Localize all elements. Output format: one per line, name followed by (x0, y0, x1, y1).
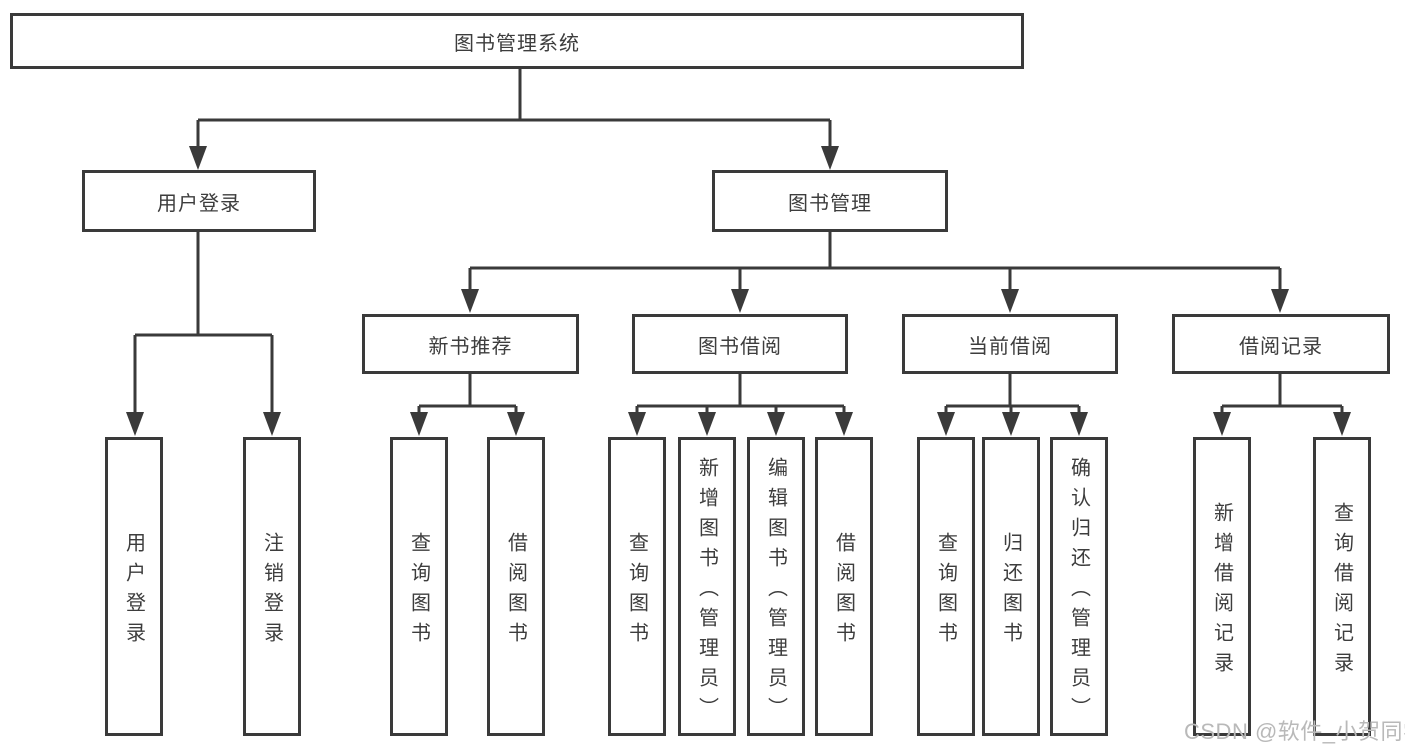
arrowhead (1333, 412, 1351, 436)
node-current-borrowing: 当前借阅 (902, 314, 1118, 374)
leaf-add-borrow-record: 新增借阅记录 (1193, 437, 1251, 736)
leaf-edit-book-admin: 编辑图书（管理员） (747, 437, 805, 736)
arrowhead (507, 412, 525, 436)
node-book-management: 图书管理 (712, 170, 948, 232)
arrowhead (126, 412, 144, 436)
arrowhead (835, 412, 853, 436)
node-book-borrowing: 图书借阅 (632, 314, 848, 374)
arrowhead (189, 146, 207, 170)
leaf-borrow-books-recommend-label: 借阅图书 (504, 531, 527, 652)
leaf-return-book: 归还图书 (982, 437, 1040, 736)
leaf-query-books-current: 查询图书 (917, 437, 975, 736)
leaf-logout-label: 注销登录 (260, 531, 283, 652)
leaf-borrow-books: 借阅图书 (815, 437, 873, 736)
leaf-borrow-books-label: 借阅图书 (832, 531, 855, 652)
leaf-query-borrow-record-label: 查询借阅记录 (1330, 501, 1353, 682)
node-book-borrowing-label: 图书借阅 (698, 335, 782, 358)
node-root-label: 图书管理系统 (454, 32, 580, 55)
node-root: 图书管理系统 (10, 13, 1024, 69)
node-borrowing-records: 借阅记录 (1172, 314, 1390, 374)
leaf-confirm-return-admin-label: 确认归还（管理员） (1067, 456, 1090, 727)
leaf-user-login: 用户登录 (105, 437, 163, 736)
node-borrowing-records-label: 借阅记录 (1239, 335, 1323, 358)
arrowhead (628, 412, 646, 436)
leaf-query-books-recommend: 查询图书 (390, 437, 448, 736)
arrowhead (731, 289, 749, 313)
leaf-query-books-borrow-label: 查询图书 (625, 531, 648, 652)
arrowhead (1002, 412, 1020, 436)
leaf-user-login-label: 用户登录 (122, 531, 145, 652)
leaf-add-book-admin: 新增图书（管理员） (678, 437, 736, 736)
arrowhead (410, 412, 428, 436)
node-user-login: 用户登录 (82, 170, 316, 232)
node-new-book-recommend: 新书推荐 (362, 314, 579, 374)
leaf-add-borrow-record-label: 新增借阅记录 (1210, 501, 1233, 682)
leaf-return-book-label: 归还图书 (999, 531, 1022, 652)
leaf-query-books-current-label: 查询图书 (934, 531, 957, 652)
leaf-query-borrow-record: 查询借阅记录 (1313, 437, 1371, 736)
arrowheads (126, 146, 1351, 436)
node-current-borrowing-label: 当前借阅 (968, 335, 1052, 358)
arrowhead (1213, 412, 1231, 436)
arrowhead (1001, 289, 1019, 313)
leaf-add-book-admin-label: 新增图书（管理员） (695, 456, 718, 727)
leaf-logout: 注销登录 (243, 437, 301, 736)
arrowhead (821, 146, 839, 170)
csdn-watermark: CSDN @软件_小贺同学 (1184, 719, 1405, 744)
arrowhead (1271, 289, 1289, 313)
leaf-query-books-borrow: 查询图书 (608, 437, 666, 736)
arrowhead (1070, 412, 1088, 436)
leaf-borrow-books-recommend: 借阅图书 (487, 437, 545, 736)
node-new-book-recommend-label: 新书推荐 (428, 335, 513, 358)
leaf-query-books-recommend-label: 查询图书 (407, 531, 430, 652)
arrowhead (767, 412, 785, 436)
arrowhead (263, 412, 281, 436)
arrowhead (461, 289, 479, 313)
node-user-login-label: 用户登录 (157, 192, 241, 215)
node-book-management-label: 图书管理 (788, 192, 872, 215)
arrowhead (937, 412, 955, 436)
arrowhead (698, 412, 716, 436)
leaf-confirm-return-admin: 确认归还（管理员） (1050, 437, 1108, 736)
leaf-edit-book-admin-label: 编辑图书（管理员） (764, 456, 787, 727)
